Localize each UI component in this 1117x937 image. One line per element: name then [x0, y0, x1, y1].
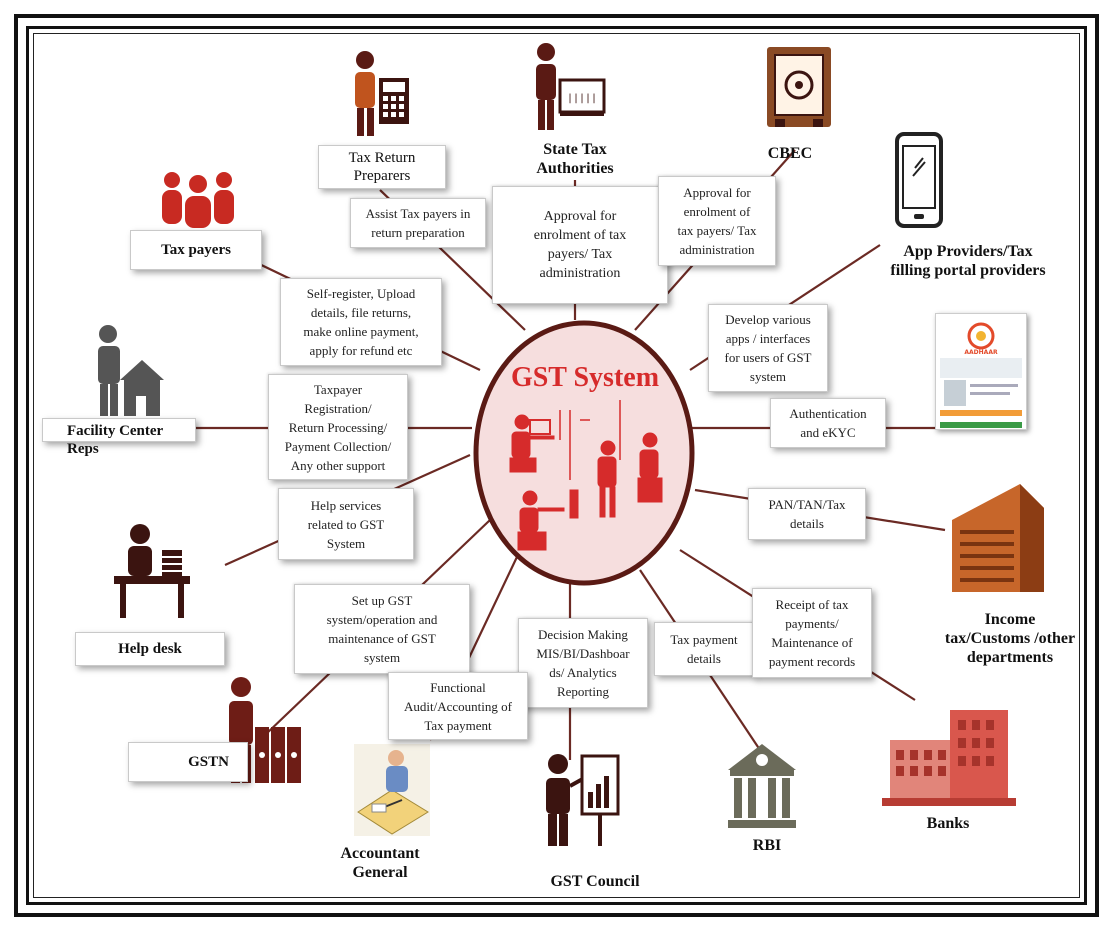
taxpayer-registration-box: Taxpayer Registration/ Return Processing… — [268, 374, 408, 480]
accountant-calculator-icon — [355, 51, 409, 136]
gst-system-title: GST System — [510, 362, 660, 393]
rbi-label: RBI — [752, 837, 782, 854]
aadhaar-card-title: AADHAAR — [964, 349, 998, 356]
office-building-icon — [952, 484, 1044, 592]
bank-building-icon — [882, 710, 1016, 806]
person-house-icon — [98, 325, 164, 416]
approval-state-box: Approval for enrolment of tax payers/ Ta… — [492, 186, 668, 304]
tax-return-preparers-label: Tax Return Preparers — [318, 145, 446, 189]
state-tax-authorities-label: State Tax Authorities — [536, 141, 614, 177]
facility-center-reps-label: Facility Center Reps — [42, 418, 196, 457]
accountant-general-label: Accountant General — [340, 845, 420, 881]
functional-audit-box: Functional Audit/Accounting of Tax payme… — [388, 672, 528, 740]
inner-frame — [26, 26, 1087, 905]
gstn-label: GSTN — [128, 742, 248, 782]
inner-frame-thin — [33, 33, 1080, 898]
decision-making-box: Decision Making MIS/BI/Dashboar ds/ Anal… — [518, 618, 648, 708]
authentication-box: Authentication and eKYC — [770, 398, 886, 448]
tax-payers-label: Tax payers — [130, 230, 262, 270]
officer-computer-icon: ||||| — [536, 43, 606, 130]
gst-council-label: GST Council — [550, 873, 640, 890]
auditor-illustration-icon — [354, 744, 430, 836]
gst-team-icon — [509, 400, 663, 551]
aadhaar-card-icon: AADHAAR — [935, 313, 1027, 430]
income-tax-label: Income tax/Customs /other departments — [944, 611, 1076, 666]
assist-tax-payers-box: Assist Tax payers in return preparation — [350, 198, 486, 248]
pan-tan-box: PAN/TAN/Tax details — [748, 488, 866, 540]
banks-label: Banks — [926, 815, 970, 832]
svg-text:|||||: ||||| — [567, 93, 597, 104]
receipt-of-tax-box: Receipt of tax payments/ Maintenance of … — [752, 588, 872, 678]
help-desk-label: Help desk — [75, 632, 225, 666]
develop-apps-box: Develop various apps / interfaces for us… — [708, 304, 828, 392]
approval-cbec-box: Approval for enrolment of tax payers/ Ta… — [658, 176, 776, 266]
mobile-phone-icon — [895, 132, 943, 228]
cbec-label: CBEC — [767, 145, 813, 162]
app-providers-label: App Providers/Tax filling portal provide… — [890, 243, 1046, 279]
tax-payment-details-box: Tax payment details — [654, 622, 754, 676]
outer-frame — [14, 14, 1099, 917]
safe-vault-icon — [767, 47, 831, 127]
help-services-box: Help services related to GST System — [278, 488, 414, 560]
help-desk-worker-icon — [114, 524, 190, 618]
self-register-box: Self-register, Upload details, file retu… — [280, 278, 442, 366]
presenter-chart-icon — [546, 754, 620, 846]
bank-pillars-icon — [728, 744, 796, 828]
people-group-icon — [162, 172, 234, 228]
aadhaar-logo-icon — [940, 322, 1022, 428]
setup-gst-box: Set up GST system/operation and maintena… — [294, 584, 470, 674]
